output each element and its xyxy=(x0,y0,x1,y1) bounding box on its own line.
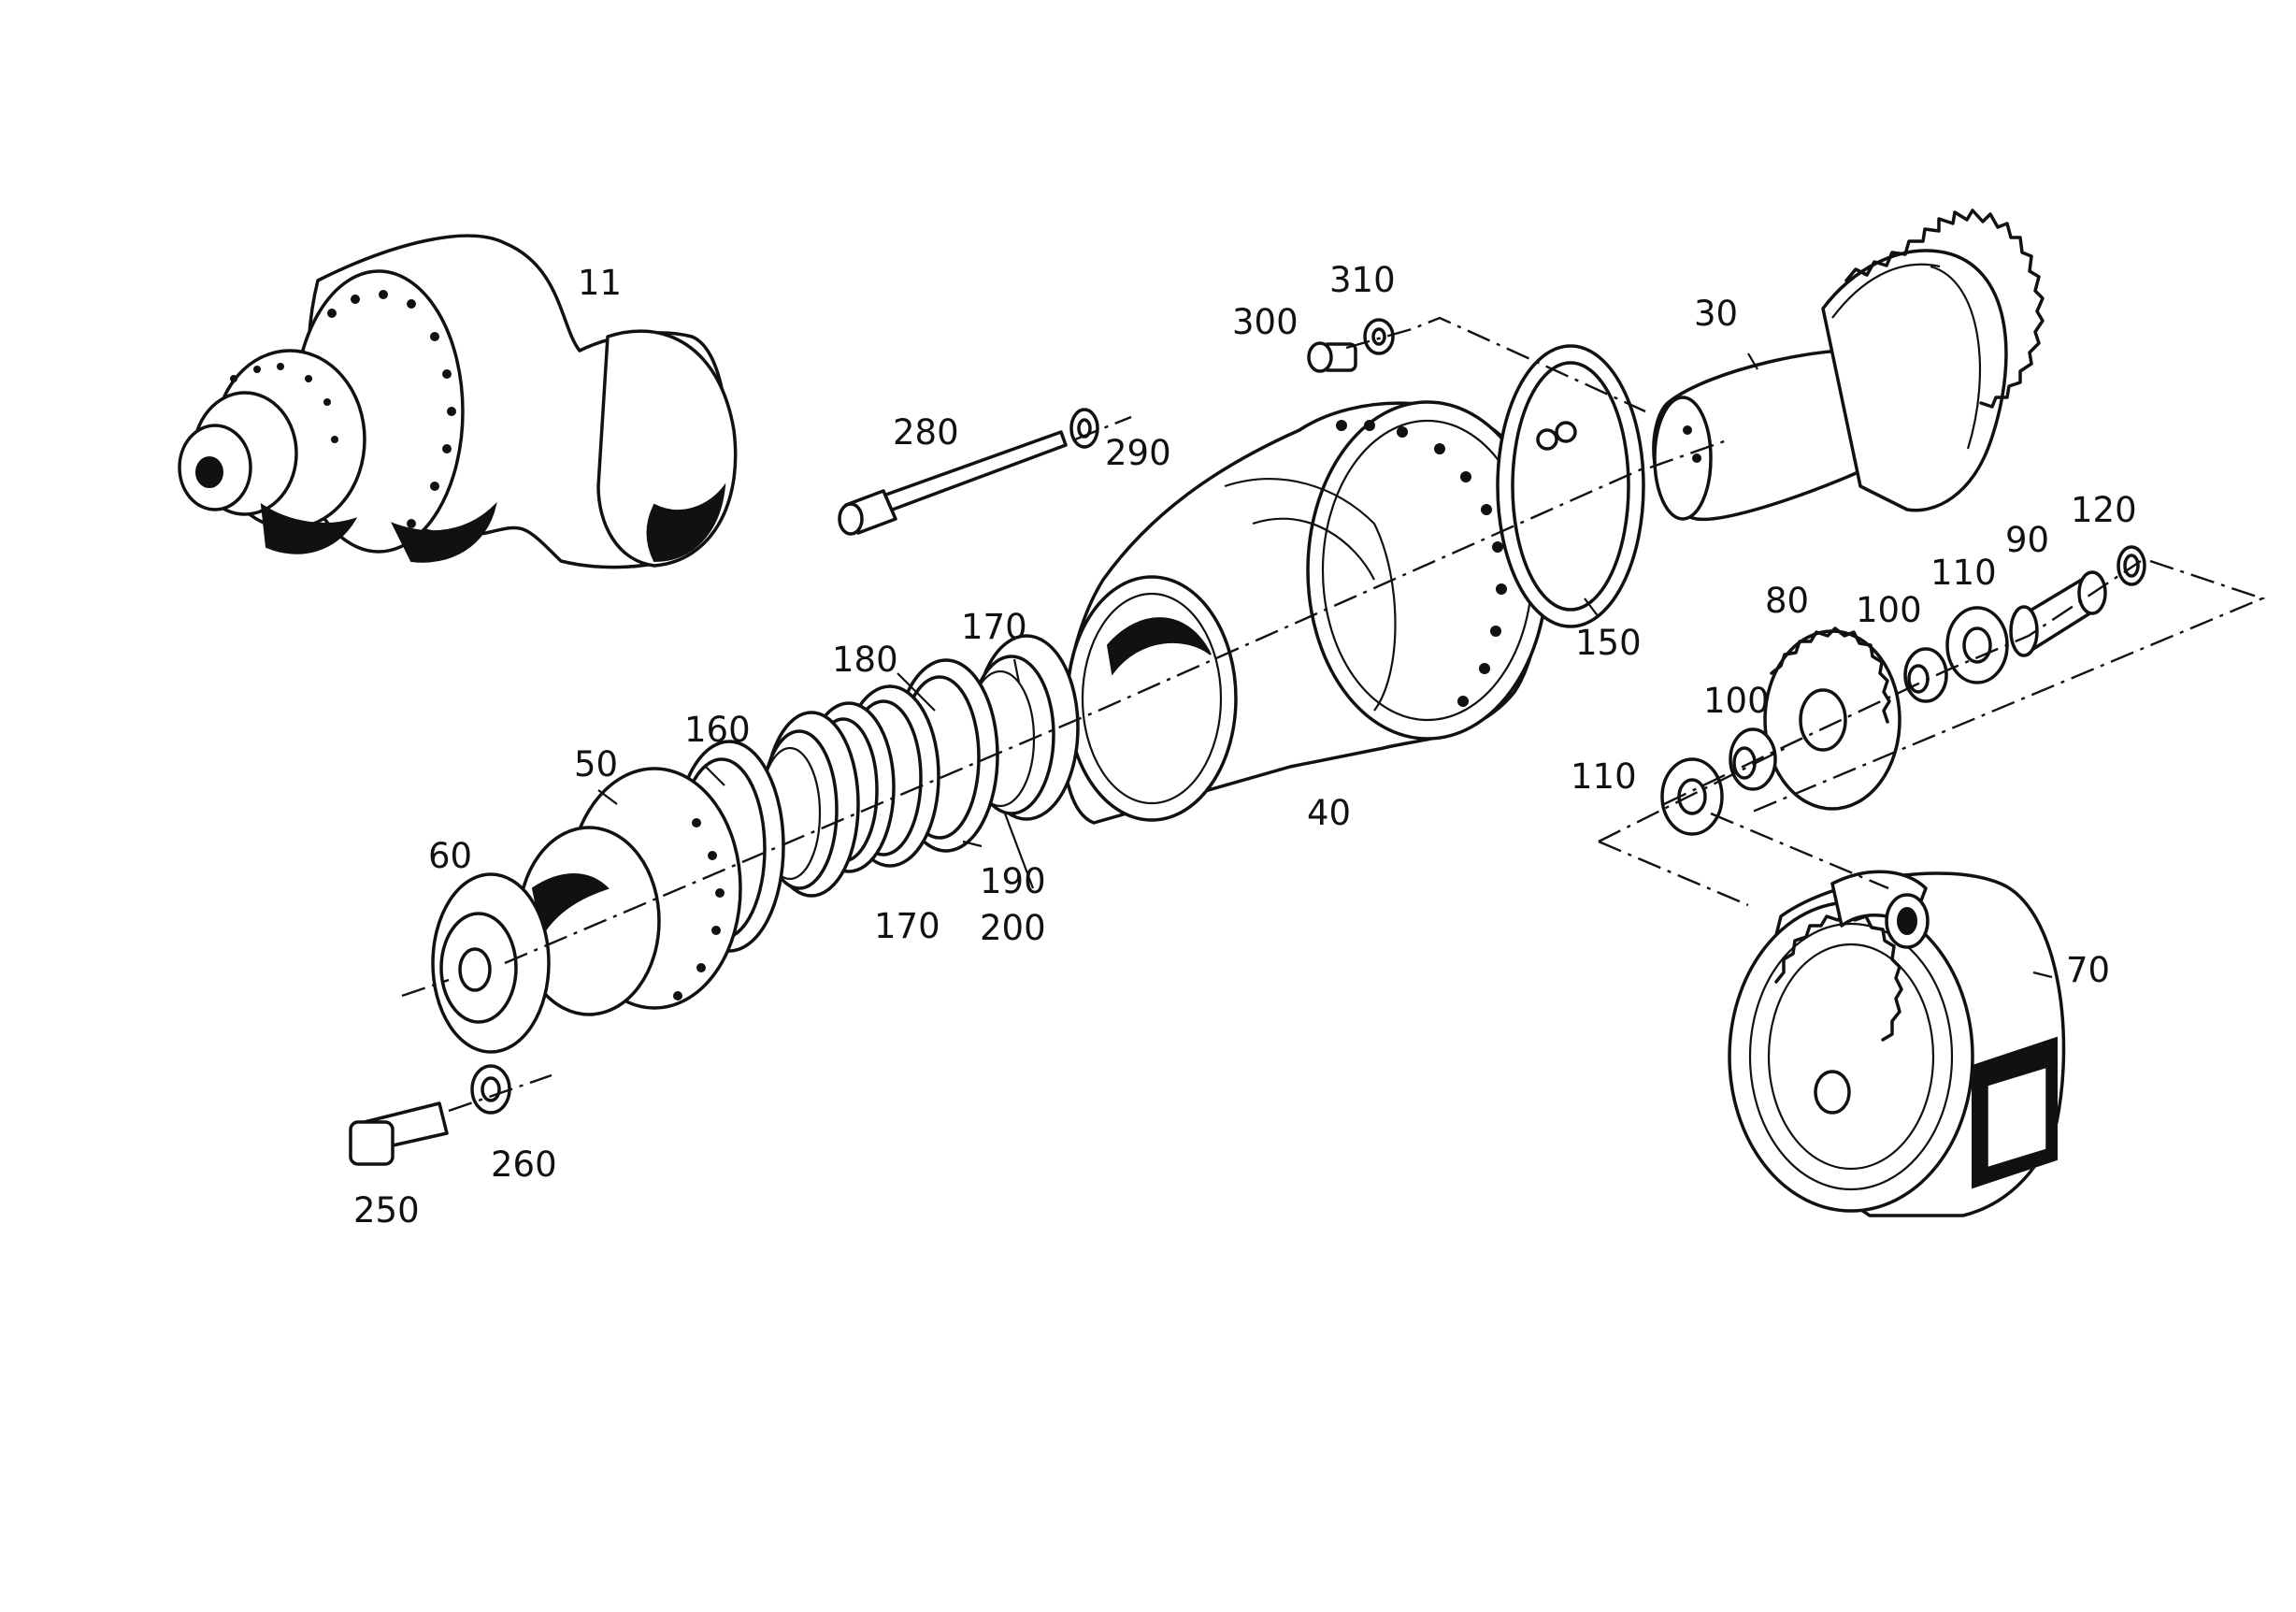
part-110-thrust-washer-lower xyxy=(1660,757,1724,836)
part-40-bolt-holes xyxy=(1336,420,1507,707)
label-40: 40 xyxy=(1307,793,1351,833)
label-30: 30 xyxy=(1694,294,1738,334)
part-290-washer xyxy=(1069,408,1099,449)
part-250-bolt xyxy=(349,1101,449,1166)
label-190: 190 xyxy=(980,861,1046,901)
part-60-cover-plate xyxy=(431,872,551,1054)
label-110-lower: 110 xyxy=(1571,756,1637,797)
part-120-circlip xyxy=(2117,545,2146,586)
part-100-needle-bearing-lower xyxy=(1729,727,1777,791)
part-80-planet-gear xyxy=(1763,626,1901,811)
label-100-lower: 100 xyxy=(1703,681,1770,721)
part-150-snap-ring xyxy=(1496,344,1645,628)
part-11-bolt-holes xyxy=(230,290,456,528)
label-70: 70 xyxy=(2066,950,2110,990)
assembly-center-lines xyxy=(401,316,2266,1113)
label-170-upper: 170 xyxy=(961,607,1027,647)
part-300-bolt xyxy=(1307,341,1357,373)
part-30-gear-teeth xyxy=(1844,209,2045,409)
label-50: 50 xyxy=(574,744,618,784)
part-260-washer xyxy=(470,1064,511,1115)
label-170-lower: 170 xyxy=(874,906,940,946)
part-50-bolt-holes xyxy=(673,818,725,1000)
label-300: 300 xyxy=(1232,302,1299,342)
part-30-gear-shaft xyxy=(1652,209,2045,522)
label-290: 290 xyxy=(1105,433,1171,473)
label-180: 180 xyxy=(832,640,898,680)
label-150: 150 xyxy=(1575,623,1642,663)
part-110-thrust-washer-upper xyxy=(1945,606,2009,684)
part-100-needle-bearing-upper xyxy=(1903,647,1948,703)
part-90-planet-pin xyxy=(2009,570,2107,657)
part-11-drive-housing xyxy=(178,234,738,569)
part-70-ring-gear xyxy=(1728,870,2066,1217)
label-60: 60 xyxy=(428,836,472,876)
label-260: 260 xyxy=(491,1144,557,1185)
part-40-housing xyxy=(1061,400,1549,825)
label-110-upper: 110 xyxy=(1930,553,1997,593)
part-labels: 11 30 300 310 280 290 150 170 180 160 50… xyxy=(353,260,2137,1231)
label-120: 120 xyxy=(2071,490,2137,530)
label-310: 310 xyxy=(1329,260,1396,300)
label-280: 280 xyxy=(893,412,959,453)
label-80: 80 xyxy=(1765,581,1809,621)
label-250: 250 xyxy=(353,1190,420,1231)
part-280-long-bolt xyxy=(838,430,1068,536)
label-11: 11 xyxy=(578,263,622,303)
leader-lines xyxy=(597,353,2053,979)
label-100-upper: 100 xyxy=(1856,590,1922,630)
part-170-bearing-left xyxy=(758,711,860,898)
label-200: 200 xyxy=(980,908,1046,948)
part-50-hub xyxy=(517,767,742,1016)
part-310-washer xyxy=(1363,318,1395,355)
label-160: 160 xyxy=(684,710,751,750)
label-90: 90 xyxy=(2005,520,2049,560)
